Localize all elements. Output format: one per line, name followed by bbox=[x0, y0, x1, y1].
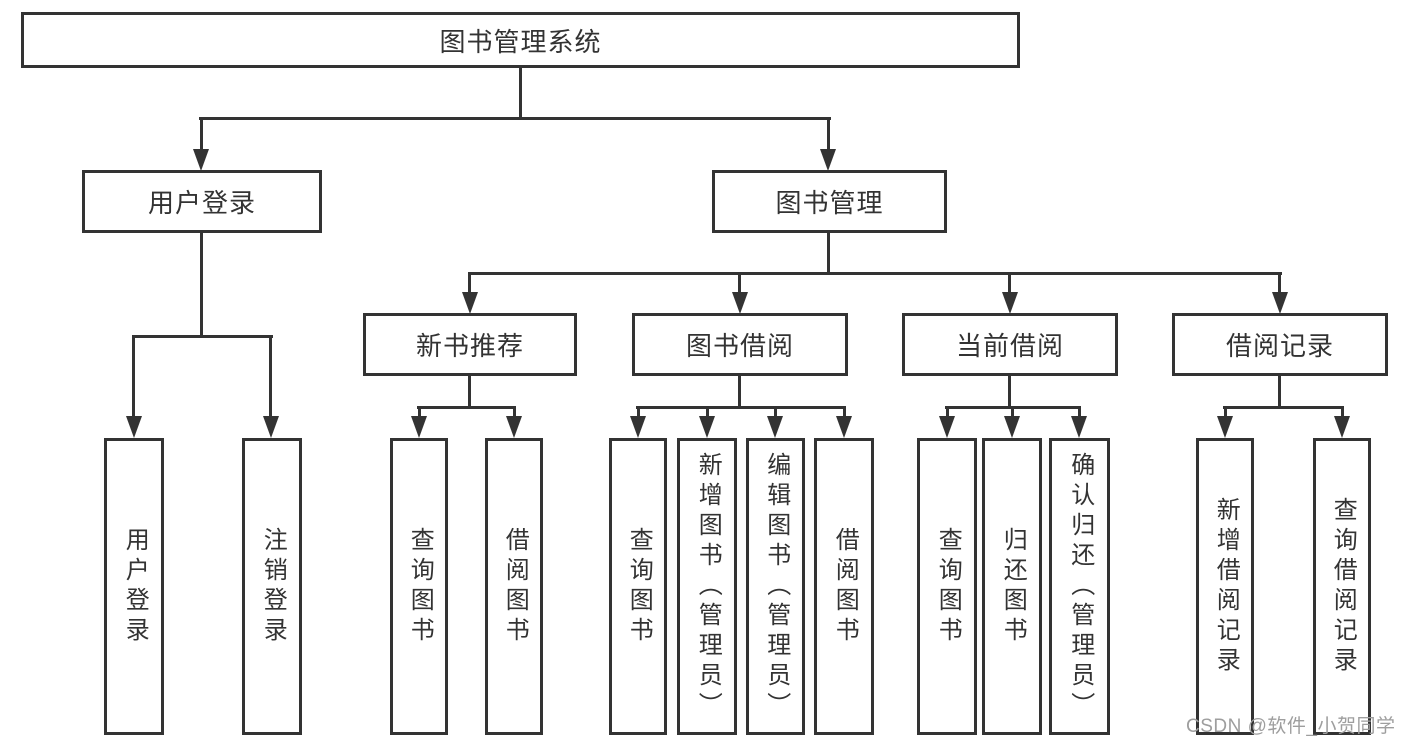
leaf-logout: 注销登录 bbox=[242, 438, 302, 735]
edge-leaf-stem bbox=[1341, 408, 1344, 418]
leaf-label: 借阅图书 bbox=[501, 526, 529, 647]
leaf-return-books: 归还图书 bbox=[982, 438, 1042, 735]
arrowhead-icon bbox=[699, 416, 715, 438]
edge-leaf-stem bbox=[1008, 274, 1011, 292]
edge-leaf-stem bbox=[637, 408, 640, 418]
leaf-label: 归还图书 bbox=[999, 526, 1027, 647]
node-label: 图书借阅 bbox=[685, 331, 794, 361]
edge-tsjy-hbar bbox=[636, 406, 846, 409]
leaf-query-books-borrow: 查询图书 bbox=[609, 438, 667, 735]
csdn-watermark: CSDN @软件_小贺同学 bbox=[1186, 716, 1396, 737]
node-label: 新书推荐 bbox=[415, 331, 524, 361]
edge-leaf-stem bbox=[1011, 408, 1014, 418]
leaf-user-login: 用户登录 bbox=[104, 438, 164, 735]
edge-leaf-stem bbox=[1078, 408, 1081, 418]
edge-jyjl-hbar bbox=[1223, 406, 1344, 409]
arrowhead-icon bbox=[462, 292, 478, 314]
leaf-query-borrow-record: 查询借阅记录 bbox=[1313, 438, 1371, 735]
edge-leaf-stem bbox=[132, 337, 135, 417]
leaf-confirm-return-admin: 确认归还（管理员） bbox=[1049, 438, 1110, 735]
arrowhead-icon bbox=[732, 292, 748, 314]
node-user-login: 用户登录 bbox=[82, 170, 322, 233]
edge-leaf-stem bbox=[1278, 274, 1281, 292]
edge-user-login-down bbox=[200, 233, 203, 337]
edge-book-mgmt-down bbox=[827, 233, 830, 274]
leaf-label: 确认归还（管理员） bbox=[1066, 451, 1094, 722]
node-label: 图书管理系统 bbox=[439, 26, 602, 57]
leaf-label: 新增借阅记录 bbox=[1212, 496, 1240, 677]
edge-level1-hbar bbox=[199, 117, 831, 120]
leaf-query-books-recommend: 查询图书 bbox=[390, 438, 448, 735]
edge-leaf-stem bbox=[269, 337, 272, 417]
arrowhead-icon bbox=[1002, 292, 1018, 314]
node-book-management: 图书管理 bbox=[712, 170, 947, 233]
arrowhead-icon bbox=[836, 416, 852, 438]
leaf-add-books-admin: 新增图书（管理员） bbox=[677, 438, 737, 735]
arrowhead-icon bbox=[411, 416, 427, 438]
edge-book-mgmt-stem bbox=[827, 119, 830, 150]
arrowhead-icon bbox=[767, 416, 783, 438]
arrowhead-icon bbox=[1004, 416, 1020, 438]
edge-leaf-stem bbox=[1224, 408, 1227, 418]
edge-dqjy-hbar bbox=[945, 406, 1081, 409]
node-label: 当前借阅 bbox=[955, 331, 1064, 361]
leaf-add-borrow-record: 新增借阅记录 bbox=[1196, 438, 1254, 735]
edge-leaf-stem bbox=[706, 408, 709, 418]
edge-xsj-hbar bbox=[417, 406, 516, 409]
arrowhead-icon bbox=[506, 416, 522, 438]
node-new-book-recommend: 新书推荐 bbox=[363, 313, 577, 376]
edge-leaf-stem bbox=[468, 274, 471, 292]
leaf-borrow-books: 借阅图书 bbox=[814, 438, 874, 735]
edge-user-login-stem bbox=[200, 119, 203, 150]
edge-leaf-stem bbox=[774, 408, 777, 418]
edge-level2-hbar bbox=[468, 272, 1282, 275]
arrowhead-icon bbox=[1272, 292, 1288, 314]
node-library-management-system: 图书管理系统 bbox=[21, 12, 1020, 68]
edge-root-stem bbox=[519, 68, 522, 120]
leaf-edit-books-admin: 编辑图书（管理员） bbox=[746, 438, 805, 735]
arrowhead-icon bbox=[820, 149, 836, 171]
edge-tsjy-down bbox=[738, 376, 741, 408]
edge-user-login-hbar bbox=[132, 335, 273, 338]
edge-leaf-stem bbox=[946, 408, 949, 418]
edge-leaf-stem bbox=[738, 274, 741, 292]
arrowhead-icon bbox=[1217, 416, 1233, 438]
edge-leaf-stem bbox=[513, 408, 516, 418]
leaf-label: 查询图书 bbox=[934, 526, 962, 647]
leaf-query-books-current: 查询图书 bbox=[917, 438, 977, 735]
leaf-borrow-books-recommend: 借阅图书 bbox=[485, 438, 543, 735]
arrowhead-icon bbox=[1071, 416, 1087, 438]
node-label: 用户登录 bbox=[147, 188, 256, 218]
leaf-label: 编辑图书（管理员） bbox=[762, 451, 790, 722]
edge-xsj-down bbox=[468, 376, 471, 408]
arrowhead-icon bbox=[193, 149, 209, 171]
leaf-label: 新增图书（管理员） bbox=[694, 451, 722, 722]
leaf-label: 查询图书 bbox=[406, 526, 434, 647]
arrowhead-icon bbox=[263, 416, 279, 438]
leaf-label: 用户登录 bbox=[121, 526, 149, 647]
edge-leaf-stem bbox=[843, 408, 846, 418]
node-current-borrow: 当前借阅 bbox=[902, 313, 1118, 376]
arrowhead-icon bbox=[126, 416, 142, 438]
node-label: 图书管理 bbox=[775, 188, 884, 218]
arrowhead-icon bbox=[630, 416, 646, 438]
leaf-label: 查询借阅记录 bbox=[1329, 496, 1357, 677]
edge-leaf-stem bbox=[418, 408, 421, 418]
leaf-label: 借阅图书 bbox=[831, 526, 859, 647]
edge-dqjy-down bbox=[1008, 376, 1011, 408]
arrowhead-icon bbox=[1334, 416, 1350, 438]
node-label: 借阅记录 bbox=[1225, 331, 1334, 361]
leaf-label: 注销登录 bbox=[259, 526, 287, 647]
leaf-label: 查询图书 bbox=[625, 526, 653, 647]
node-borrow-record: 借阅记录 bbox=[1172, 313, 1388, 376]
edge-jyjl-down bbox=[1278, 376, 1281, 408]
arrowhead-icon bbox=[939, 416, 955, 438]
node-book-borrow: 图书借阅 bbox=[632, 313, 848, 376]
